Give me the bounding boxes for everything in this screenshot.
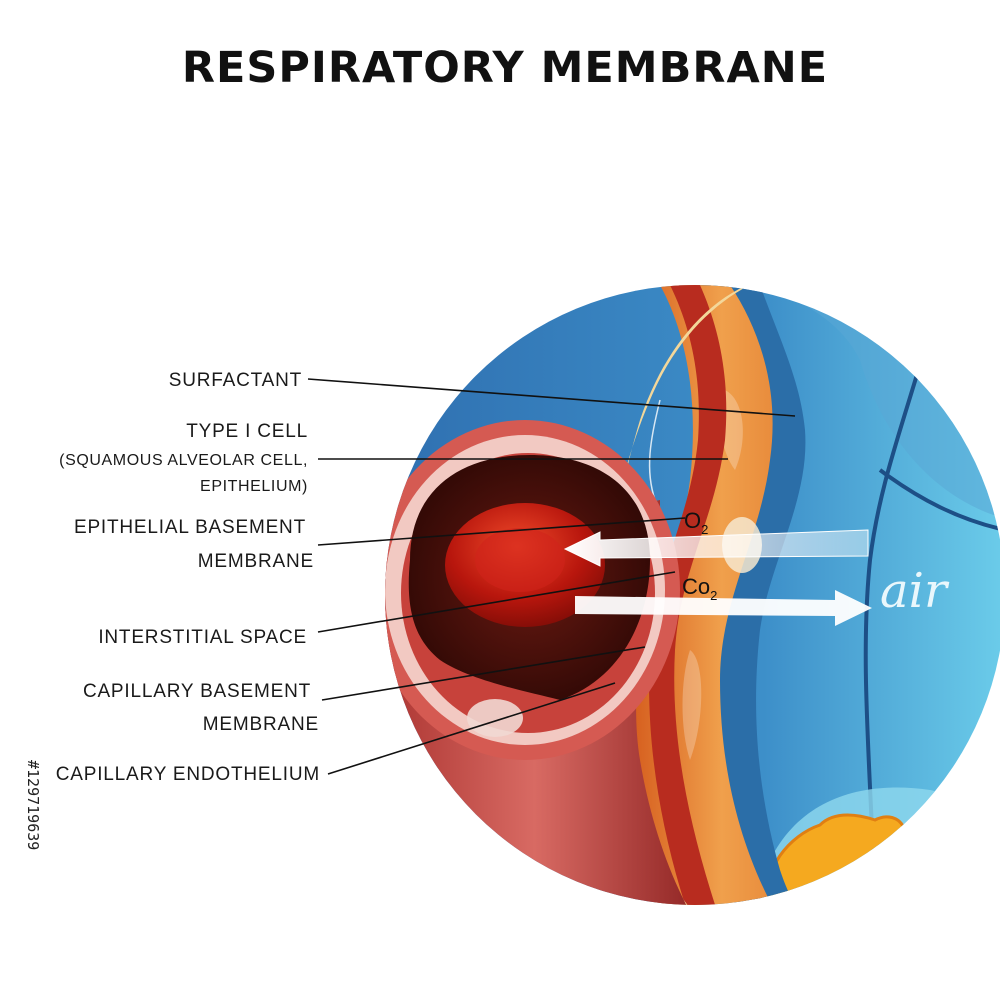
label-epithelial-basement-membrane: EPITHELIAL BASEMENT (74, 517, 306, 538)
label-capillary-basement-membrane: CAPILLARY BASEMENT (83, 681, 311, 702)
label-interstitial-space: INTERSTITIAL SPACE (98, 627, 307, 648)
membrane-illustration (385, 285, 1000, 905)
label-column: SURFACTANT TYPE I CELL (SQUAMOUS ALVEOLA… (56, 370, 320, 785)
label-capillary-endothelium: CAPILLARY ENDOTHELIUM (56, 764, 320, 785)
co2-arrow (575, 590, 872, 626)
label-type-i-cell: TYPE I CELL (186, 421, 308, 442)
o2-label: O2 (684, 508, 708, 537)
label-surfactant: SURFACTANT (169, 370, 302, 391)
label-type-i-cell-detail: (SQUAMOUS ALVEOLAR CELL, (59, 452, 308, 469)
air-label: air (880, 563, 950, 619)
side-id-text: #129719639 (24, 760, 42, 850)
leader-lines (307, 378, 796, 775)
co2-label: Co2 (682, 574, 717, 603)
gas-exchange-arrows (563, 529, 872, 626)
o2-arrow (563, 529, 869, 567)
page-title: RESPIRATORY MEMBRANE (182, 43, 828, 93)
label-capillary-basement-membrane-2: MEMBRANE (203, 714, 319, 735)
endothelial-nucleus (467, 699, 523, 737)
label-epithelial-basement-membrane-2: MEMBRANE (198, 551, 314, 572)
label-type-i-cell-detail-2: EPITHELIUM) (200, 478, 308, 495)
